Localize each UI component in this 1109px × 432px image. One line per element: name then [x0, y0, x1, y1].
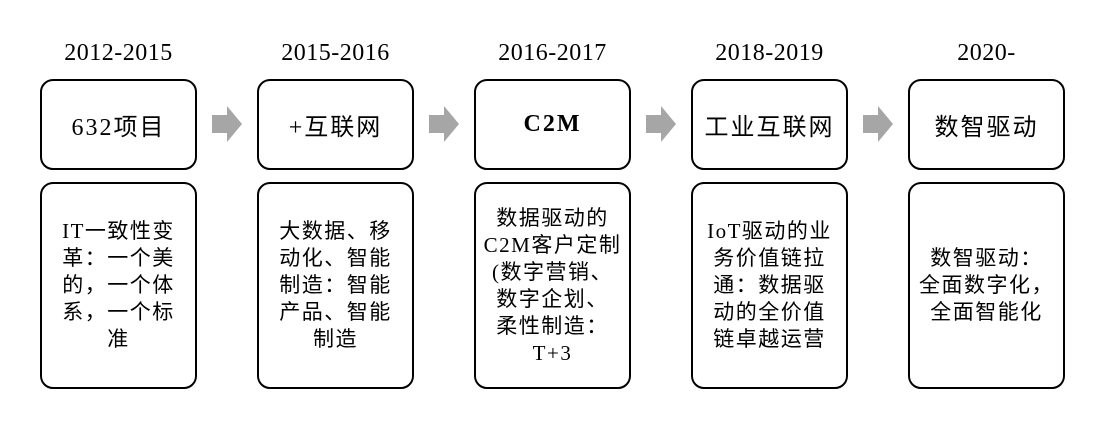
stage-label: +互联网 — [288, 115, 383, 141]
stage-title-box: 工业互联网 — [691, 79, 848, 170]
stage-period: 2016-2017 — [498, 40, 607, 66]
stage-title-box: 数智驱动 — [908, 79, 1065, 170]
arrow-cell — [631, 40, 691, 142]
stage-title-box: 632项目 — [40, 79, 197, 170]
stage-title-box: C2M — [474, 79, 631, 170]
stage-column-4: 2018-2019 工业互联网 IoT驱动的业 务价值链拉 通：数据驱 动的全价… — [691, 40, 848, 389]
stage-description-box: 大数据、移 动化、智能 制造：智能 产品、智能 制造 — [257, 182, 414, 389]
stage-period: 2018-2019 — [715, 40, 824, 66]
stage-description: 数据驱动的 C2M客户定制 (数字营销、 数字企划、 柔性制造： T+3 — [483, 205, 622, 365]
arrow-cell — [848, 40, 908, 142]
stage-column-1: 2012-2015 632项目 IT一致性变 革：一个美 的，一个体 系，一个标… — [40, 40, 197, 389]
arrow-right-shape — [646, 106, 676, 142]
arrow-right-shape — [429, 106, 459, 142]
stage-description: IoT驱动的业 务价值链拉 通：数据驱 动的全价值 链卓越运营 — [707, 219, 832, 351]
arrow-cell — [414, 40, 474, 142]
stage-label: 工业互联网 — [704, 115, 835, 141]
stage-label: 数智驱动 — [934, 115, 1039, 141]
arrow-right-icon — [646, 106, 676, 142]
stage-period: 2012-2015 — [64, 40, 173, 66]
stage-description-box: 数据驱动的 C2M客户定制 (数字营销、 数字企划、 柔性制造： T+3 — [474, 182, 631, 389]
stage-period: 2015-2016 — [281, 40, 390, 66]
stage-description: 数智驱动： 全面数字化， 全面智能化 — [919, 246, 1054, 324]
stage-column-3: 2016-2017 C2M 数据驱动的 C2M客户定制 (数字营销、 数字企划、… — [474, 40, 631, 389]
stage-column-2: 2015-2016 +互联网 大数据、移 动化、智能 制造：智能 产品、智能 制… — [257, 40, 414, 389]
arrow-right-icon — [863, 106, 893, 142]
stage-description: 大数据、移 动化、智能 制造：智能 产品、智能 制造 — [279, 219, 392, 351]
arrow-right-icon — [429, 106, 459, 142]
stage-description: IT一致性变 革：一个美 的，一个体 系，一个标 准 — [62, 219, 175, 351]
stage-description-box: IT一致性变 革：一个美 的，一个体 系，一个标 准 — [40, 182, 197, 389]
stage-column-5: 2020- 数智驱动 数智驱动： 全面数字化， 全面智能化 — [908, 40, 1065, 389]
stage-title-box: +互联网 — [257, 79, 414, 170]
arrow-right-shape — [212, 106, 242, 142]
stage-description-box: IoT驱动的业 务价值链拉 通：数据驱 动的全价值 链卓越运营 — [691, 182, 848, 389]
stage-label: 632项目 — [71, 115, 166, 141]
stage-period: 2020- — [957, 40, 1016, 66]
stage-description-box: 数智驱动： 全面数字化， 全面智能化 — [908, 182, 1065, 389]
arrow-cell — [197, 40, 257, 142]
arrow-right-shape — [863, 106, 893, 142]
arrow-right-icon — [212, 106, 242, 142]
stage-label: C2M — [523, 111, 582, 137]
